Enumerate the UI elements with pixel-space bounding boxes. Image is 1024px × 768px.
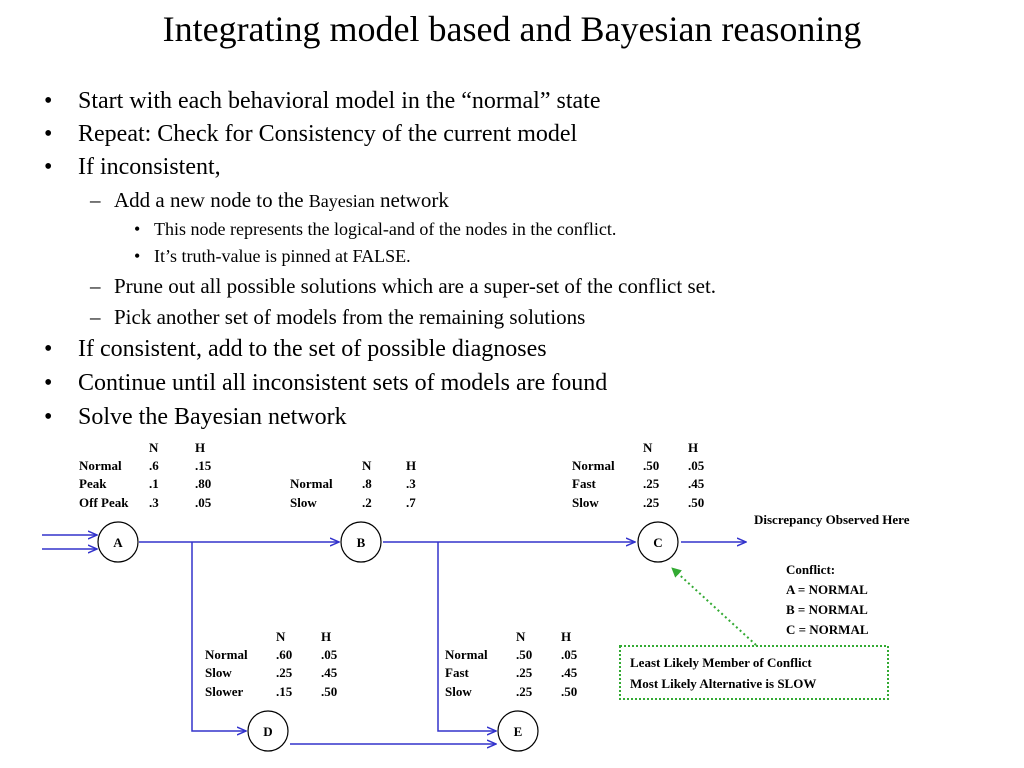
svg-text:Off Peak: Off Peak — [79, 495, 129, 510]
svg-text:Normal: Normal — [79, 458, 122, 473]
node-e: E — [497, 710, 539, 752]
table-c: N H Normal .50 .05 Fast .25 .45 Slow .25… — [572, 440, 705, 510]
svg-text:.25: .25 — [643, 495, 660, 510]
note-arrow — [671, 567, 757, 646]
svg-text:Normal: Normal — [445, 647, 488, 662]
note-box — [619, 645, 889, 700]
table-d: N H Normal .60 .05 Slow .25 .45 Slower .… — [205, 629, 338, 699]
svg-text:N: N — [516, 629, 526, 644]
svg-text:B = NORMAL: B = NORMAL — [786, 602, 868, 617]
svg-text:D: D — [263, 724, 272, 739]
wire-a-d — [191, 542, 246, 731]
svg-text:.50: .50 — [643, 458, 659, 473]
svg-text:Slow: Slow — [205, 665, 232, 680]
wires — [42, 535, 746, 744]
svg-text:Peak: Peak — [79, 476, 107, 491]
table-e: N H Normal .50 .05 Fast .25 .45 Slow .25… — [445, 629, 578, 699]
svg-text:.80: .80 — [195, 476, 211, 491]
svg-text:.50: .50 — [321, 684, 337, 699]
svg-text:Slower: Slower — [205, 684, 244, 699]
svg-text:N: N — [276, 629, 286, 644]
svg-text:.25: .25 — [643, 476, 660, 491]
svg-text:.25: .25 — [516, 684, 533, 699]
svg-text:Conflict:: Conflict: — [786, 562, 835, 577]
svg-text:.3: .3 — [149, 495, 159, 510]
svg-text:.45: .45 — [321, 665, 338, 680]
svg-text:Least Likely Member of Conflic: Least Likely Member of Conflict — [630, 655, 812, 670]
svg-text:.45: .45 — [688, 476, 705, 491]
node-d: D — [247, 710, 289, 752]
svg-text:N: N — [362, 458, 372, 473]
svg-text:E: E — [514, 724, 523, 739]
svg-text:H: H — [195, 440, 205, 455]
svg-text:.05: .05 — [321, 647, 338, 662]
svg-text:.05: .05 — [195, 495, 212, 510]
svg-text:Slow: Slow — [290, 495, 317, 510]
discrepancy-label: Discrepancy Observed Here — [754, 512, 910, 527]
table-b: N H Normal .8 .3 Slow .2 .7 — [290, 458, 416, 510]
svg-text:.8: .8 — [362, 476, 372, 491]
table-a: N H Normal .6 .15 Peak .1 .80 Off Peak .… — [79, 440, 212, 510]
svg-text:Slow: Slow — [445, 684, 472, 699]
svg-text:Normal: Normal — [290, 476, 333, 491]
svg-text:H: H — [406, 458, 416, 473]
svg-text:.05: .05 — [688, 458, 705, 473]
svg-text:H: H — [688, 440, 698, 455]
svg-text:.15: .15 — [276, 684, 293, 699]
svg-text:.50: .50 — [561, 684, 577, 699]
svg-text:.45: .45 — [561, 665, 578, 680]
svg-text:C: C — [653, 535, 662, 550]
node-a: A — [97, 521, 139, 563]
svg-text:.6: .6 — [149, 458, 159, 473]
svg-text:C = NORMAL: C = NORMAL — [786, 622, 869, 637]
svg-text:.3: .3 — [406, 476, 416, 491]
conflict-note: Least Likely Member of Conflict Most Lik… — [619, 567, 889, 700]
svg-text:.50: .50 — [688, 495, 704, 510]
svg-text:A = NORMAL: A = NORMAL — [786, 582, 868, 597]
svg-text:N: N — [149, 440, 159, 455]
svg-text:.2: .2 — [362, 495, 372, 510]
svg-text:Most Likely Alternative is SLO: Most Likely Alternative is SLOW — [630, 676, 816, 691]
conflict-list: Conflict: A = NORMAL B = NORMAL C = NORM… — [786, 562, 869, 637]
svg-text:A: A — [113, 535, 123, 550]
svg-text:.1: .1 — [149, 476, 159, 491]
svg-text:.7: .7 — [406, 495, 416, 510]
svg-text:.05: .05 — [561, 647, 578, 662]
svg-text:.15: .15 — [195, 458, 212, 473]
svg-text:Fast: Fast — [445, 665, 470, 680]
svg-text:N: N — [643, 440, 653, 455]
wire-b-e — [437, 542, 496, 731]
slide-title: Integrating model based and Bayesian rea… — [162, 9, 862, 49]
svg-text:B: B — [357, 535, 366, 550]
svg-text:.60: .60 — [276, 647, 292, 662]
svg-text:H: H — [321, 629, 331, 644]
svg-text:.25: .25 — [276, 665, 293, 680]
svg-text:Normal: Normal — [205, 647, 248, 662]
svg-text:Slow: Slow — [572, 495, 599, 510]
svg-text:Fast: Fast — [572, 476, 597, 491]
svg-text:.25: .25 — [516, 665, 533, 680]
svg-text:H: H — [561, 629, 571, 644]
svg-text:Normal: Normal — [572, 458, 615, 473]
svg-text:.50: .50 — [516, 647, 532, 662]
node-c: C — [637, 521, 679, 563]
node-b: B — [340, 521, 382, 563]
